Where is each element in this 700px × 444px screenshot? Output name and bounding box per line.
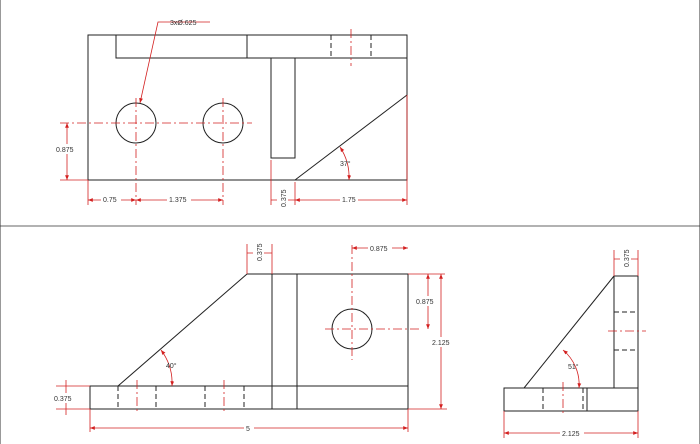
angle-37-label: 37°: [340, 160, 351, 168]
side-view-wall: [613, 275, 639, 389]
dim-base-label: 0.375: [54, 396, 72, 403]
front-view: 0.375 0.875 0.875 2.125 0.375 5 40°: [53, 239, 453, 433]
dim-5-label: 5: [246, 426, 250, 433]
dim-wall-label: 0.375: [624, 249, 631, 267]
angle-40-arc: [160, 349, 175, 387]
angle-37-arc: [339, 146, 352, 181]
dim-2125-label: 2.125: [432, 340, 450, 347]
top-view-flange: [115, 35, 407, 59]
dim-0875-label: 0.875: [56, 147, 74, 154]
dim-0375-label: 0.375: [281, 189, 288, 207]
dim-width-label: 2.125: [562, 431, 580, 438]
hole-callout-label: 3xØ.625: [170, 20, 197, 27]
dim-175-label: 1.75: [342, 197, 356, 204]
angle-51-arc: [562, 349, 582, 389]
side-view-slope-edge: [523, 275, 615, 389]
top-view: 3xØ.625 0.875 0.75 1.375 0.375 1.75 37°: [54, 20, 408, 208]
angle-51-label: 51°: [568, 363, 579, 371]
top-view-slope-edge: [294, 94, 408, 181]
angle-40-label: 40°: [166, 362, 177, 370]
dim-rib-top-label: 0.375: [257, 243, 264, 261]
dim-0875-h-label: 0.875: [370, 246, 388, 253]
hole-callout-leader: [139, 21, 210, 104]
front-view-base: [89, 385, 409, 410]
dim-075-label: 0.75: [103, 197, 117, 204]
side-view: 0.375 2.125 51°: [503, 245, 646, 438]
side-view-base: [503, 387, 639, 412]
dim-1375-label: 1.375: [169, 197, 187, 204]
dim-0875-v-label: 0.875: [416, 299, 434, 306]
top-view-rib: [270, 57, 296, 159]
front-view-slope-edge: [117, 273, 248, 387]
front-view-upright: [247, 273, 409, 386]
